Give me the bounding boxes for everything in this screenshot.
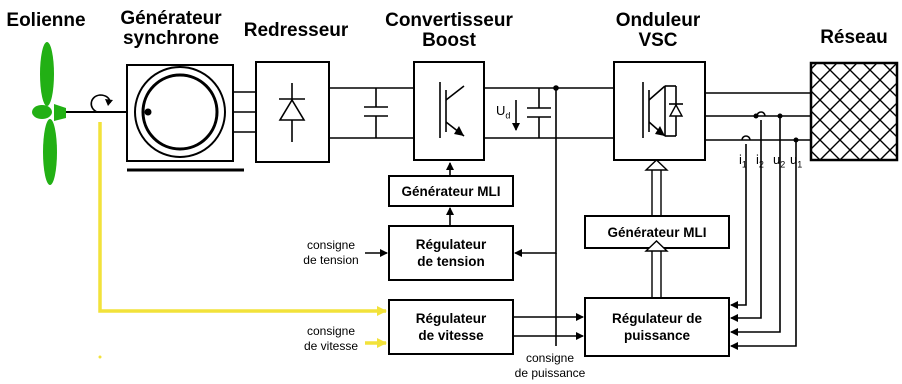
label-reg-tension-line2: de tension bbox=[417, 254, 485, 269]
label-u1-sub: 1 bbox=[797, 159, 803, 170]
label-ud: Ud bbox=[496, 103, 510, 121]
voltage-regulator-block bbox=[388, 225, 514, 281]
ac-lines-gen bbox=[233, 91, 256, 133]
label-consigne-tension-line2: de tension bbox=[303, 253, 359, 267]
label-i2-sub: 2 bbox=[758, 159, 764, 170]
pwm-generator-boost bbox=[388, 175, 514, 207]
label-generateur: Générateur synchrone bbox=[106, 9, 236, 49]
boost-block bbox=[413, 61, 485, 161]
power-regulator-block bbox=[584, 297, 730, 357]
wind-turbine-icon bbox=[32, 42, 150, 185]
label-u2-sub: 2 bbox=[780, 159, 786, 170]
label-ud-sub: d bbox=[505, 110, 511, 121]
label-reg-vitesse-line2: de vitesse bbox=[418, 328, 484, 343]
label-reg-puissance-line2: puissance bbox=[623, 328, 691, 343]
measurement-points bbox=[741, 111, 799, 143]
dc-link-1 bbox=[329, 87, 414, 139]
rectifier-block bbox=[255, 61, 330, 163]
label-consigne-tension-line1: consigne bbox=[306, 238, 356, 252]
label-consigne-vitesse-line1: consigne bbox=[306, 324, 356, 338]
label-i1: i1 bbox=[739, 152, 747, 170]
label-reg-tension-line1: Régulateur bbox=[415, 237, 487, 252]
label-consigne-vitesse-line2: de vitesse bbox=[303, 339, 359, 353]
label-u2: u2 bbox=[773, 152, 785, 170]
label-onduleur: Onduleur VSC bbox=[608, 11, 708, 51]
dc-link-2 bbox=[484, 87, 614, 139]
label-reseau: Réseau bbox=[820, 27, 888, 48]
label-mli-boost: Générateur MLI bbox=[401, 184, 501, 199]
label-onduleur-line2: VSC bbox=[638, 30, 678, 51]
label-mli-vsc: Générateur MLI bbox=[607, 225, 707, 240]
label-u1: u1 bbox=[790, 152, 802, 170]
grid-block bbox=[809, 61, 899, 162]
label-reg-puissance: Régulateur de puissance bbox=[585, 310, 729, 344]
label-boost-line2: Boost bbox=[422, 30, 476, 51]
label-reg-puissance-line1: Régulateur de bbox=[611, 311, 703, 326]
label-generateur-line1: Générateur bbox=[120, 8, 222, 29]
label-reg-tension: Régulateur de tension bbox=[389, 236, 513, 270]
label-consigne-puissance: consigne de puissance bbox=[508, 351, 592, 381]
label-i2-base: i bbox=[756, 152, 759, 167]
label-u2-base: u bbox=[773, 152, 781, 167]
rotation-icon bbox=[90, 94, 113, 113]
speed-regulator-block bbox=[388, 299, 514, 355]
label-i1-base: i bbox=[739, 152, 742, 167]
label-consigne-puissance-line2: de puissance bbox=[514, 366, 586, 380]
label-ud-base: U bbox=[496, 103, 506, 118]
label-consigne-vitesse: consigne de vitesse bbox=[296, 324, 366, 354]
label-consigne-tension: consigne de tension bbox=[296, 238, 366, 268]
label-reg-vitesse-line1: Régulateur bbox=[415, 311, 487, 326]
label-generateur-line2: synchrone bbox=[122, 28, 220, 49]
label-redresseur: Redresseur bbox=[243, 20, 349, 41]
label-boost-line1: Convertisseur bbox=[385, 10, 513, 31]
label-i1-sub: 1 bbox=[741, 159, 747, 170]
generator-symbol bbox=[126, 64, 244, 172]
label-i2: i2 bbox=[756, 152, 764, 170]
label-consigne-puissance-line1: consigne bbox=[525, 351, 575, 365]
label-boost: Convertisseur Boost bbox=[370, 11, 528, 51]
label-u1-base: u bbox=[790, 152, 798, 167]
inverter-block bbox=[613, 61, 706, 161]
label-reg-vitesse: Régulateur de vitesse bbox=[389, 310, 513, 344]
label-onduleur-line1: Onduleur bbox=[615, 10, 701, 31]
label-eolienne: Eolienne bbox=[6, 10, 86, 31]
